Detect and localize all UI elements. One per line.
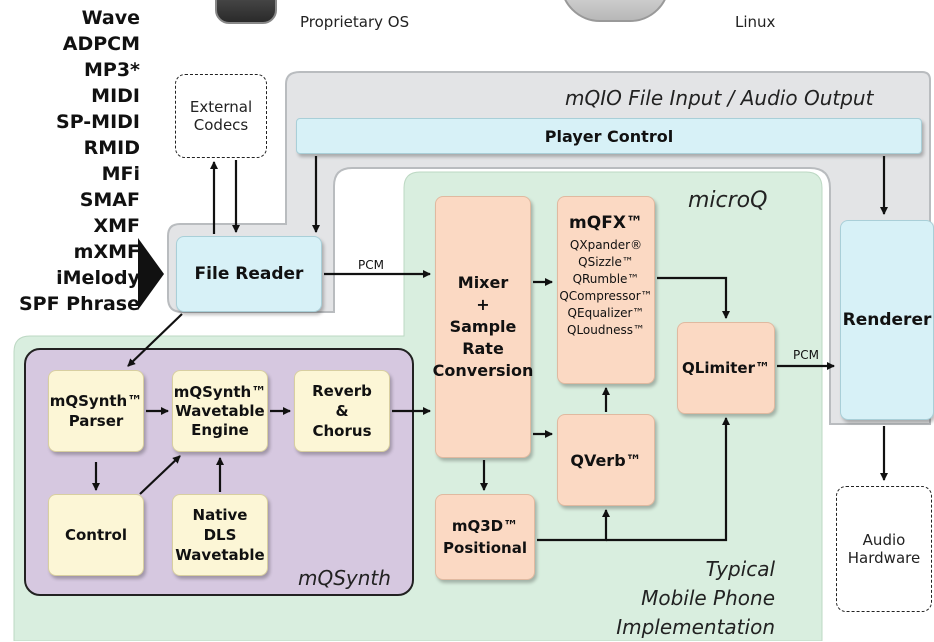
control-box: Control — [48, 494, 144, 576]
mixer-box: Mixer + Sample Rate Conversion — [432, 196, 534, 458]
external-codecs-box: External Codecs — [175, 74, 267, 158]
platform-label-linux: Linux — [735, 13, 776, 31]
file-reader-box: File Reader — [176, 236, 322, 312]
reverb-line: Reverb — [312, 382, 372, 400]
external-codecs-line: Codecs — [193, 116, 249, 134]
synth-parser-line: mQSynth™ — [49, 392, 143, 410]
reverb-line: & — [335, 402, 349, 420]
player-control-bar: Player Control — [296, 118, 922, 154]
mq3d-line: Positional — [443, 539, 527, 557]
mq3d-box: mQ3D™ Positional — [435, 494, 535, 580]
audio-hardware-box: Audio Hardware — [836, 486, 932, 612]
native-dls-line: DLS — [203, 526, 237, 544]
format-item: SMAF — [79, 189, 140, 211]
typical-implementation-label: Typical Mobile Phone Implementation — [560, 555, 775, 642]
microq-region-label: microQ — [688, 188, 768, 213]
synth-engine-line: Engine — [191, 420, 249, 439]
mixer-line: Mixer — [457, 273, 509, 292]
mixer-line: Rate — [462, 339, 504, 358]
mqfx-item: QLoudness™ — [567, 323, 645, 337]
typical-line: Mobile Phone — [641, 586, 775, 610]
typical-line: Implementation — [616, 615, 775, 639]
renderer-box: Renderer — [840, 220, 934, 420]
mixer-line: Sample — [449, 317, 517, 336]
format-item: MFi — [101, 163, 140, 185]
pcm-label-right: PCM — [793, 348, 819, 362]
native-dls-line: Wavetable — [175, 546, 265, 564]
format-item: MIDI — [91, 85, 140, 107]
mqio-region-label: mQIO File Input / Audio Output — [565, 86, 874, 110]
reverb-line: Chorus — [312, 422, 372, 440]
reverb-chorus-box: Reverb & Chorus — [294, 370, 390, 452]
format-arrow-icon — [138, 238, 164, 310]
synth-parser-line: Parser — [68, 412, 124, 430]
format-item: Wave — [81, 7, 140, 29]
format-list: Wave ADPCM MP3* MIDI SP-MIDI RMID MFi SM… — [0, 5, 140, 325]
typical-line: Typical — [705, 557, 775, 581]
native-dls-box: Native DLS Wavetable — [172, 494, 268, 576]
format-item: SPF Phrase — [18, 293, 140, 315]
phone-image-left — [215, 0, 277, 24]
mq3d-line: mQ3D™ — [451, 517, 519, 535]
mqfx-item: QRumble™ — [572, 272, 640, 286]
format-item: MP3* — [84, 59, 140, 81]
audio-hardware-line: Hardware — [847, 549, 921, 567]
mqfx-title: mQFX™ — [569, 213, 643, 233]
format-item: ADPCM — [62, 33, 140, 55]
format-item: XMF — [93, 215, 140, 237]
format-item: mXMF — [73, 241, 140, 263]
mqfx-item: QXpander® — [569, 238, 643, 252]
format-item: RMID — [83, 137, 140, 159]
mqfx-item: QSizzle™ — [578, 255, 634, 269]
mixer-line: Conversion — [432, 361, 534, 380]
synth-engine-line: mQSynth™ — [173, 382, 267, 401]
qlimiter-box: QLimiter™ — [677, 322, 775, 414]
mqsynth-region-label: mQSynth — [298, 566, 391, 590]
native-dls-line: Native — [192, 506, 248, 524]
synth-engine-line: Wavetable — [175, 401, 265, 420]
mixer-line: + — [476, 295, 490, 314]
format-item: iMelody — [56, 267, 140, 289]
audio-hardware-line: Audio — [862, 531, 906, 549]
qverb-box: QVerb™ — [557, 414, 655, 506]
mqfx-item: QEqualizer™ — [567, 306, 645, 320]
mqfx-item: QCompressor™ — [559, 289, 653, 303]
pcm-label-left: PCM — [358, 258, 384, 272]
synth-engine-box: mQSynth™ Wavetable Engine — [172, 370, 268, 452]
mqfx-box: mQFX™ QXpander® QSizzle™ QRumble™ QCompr… — [557, 196, 655, 384]
platform-label-proprietary: Proprietary OS — [300, 13, 410, 31]
external-codecs-line: External — [189, 98, 253, 116]
format-item: SP-MIDI — [56, 111, 140, 133]
synth-parser-box: mQSynth™ Parser — [48, 370, 144, 452]
